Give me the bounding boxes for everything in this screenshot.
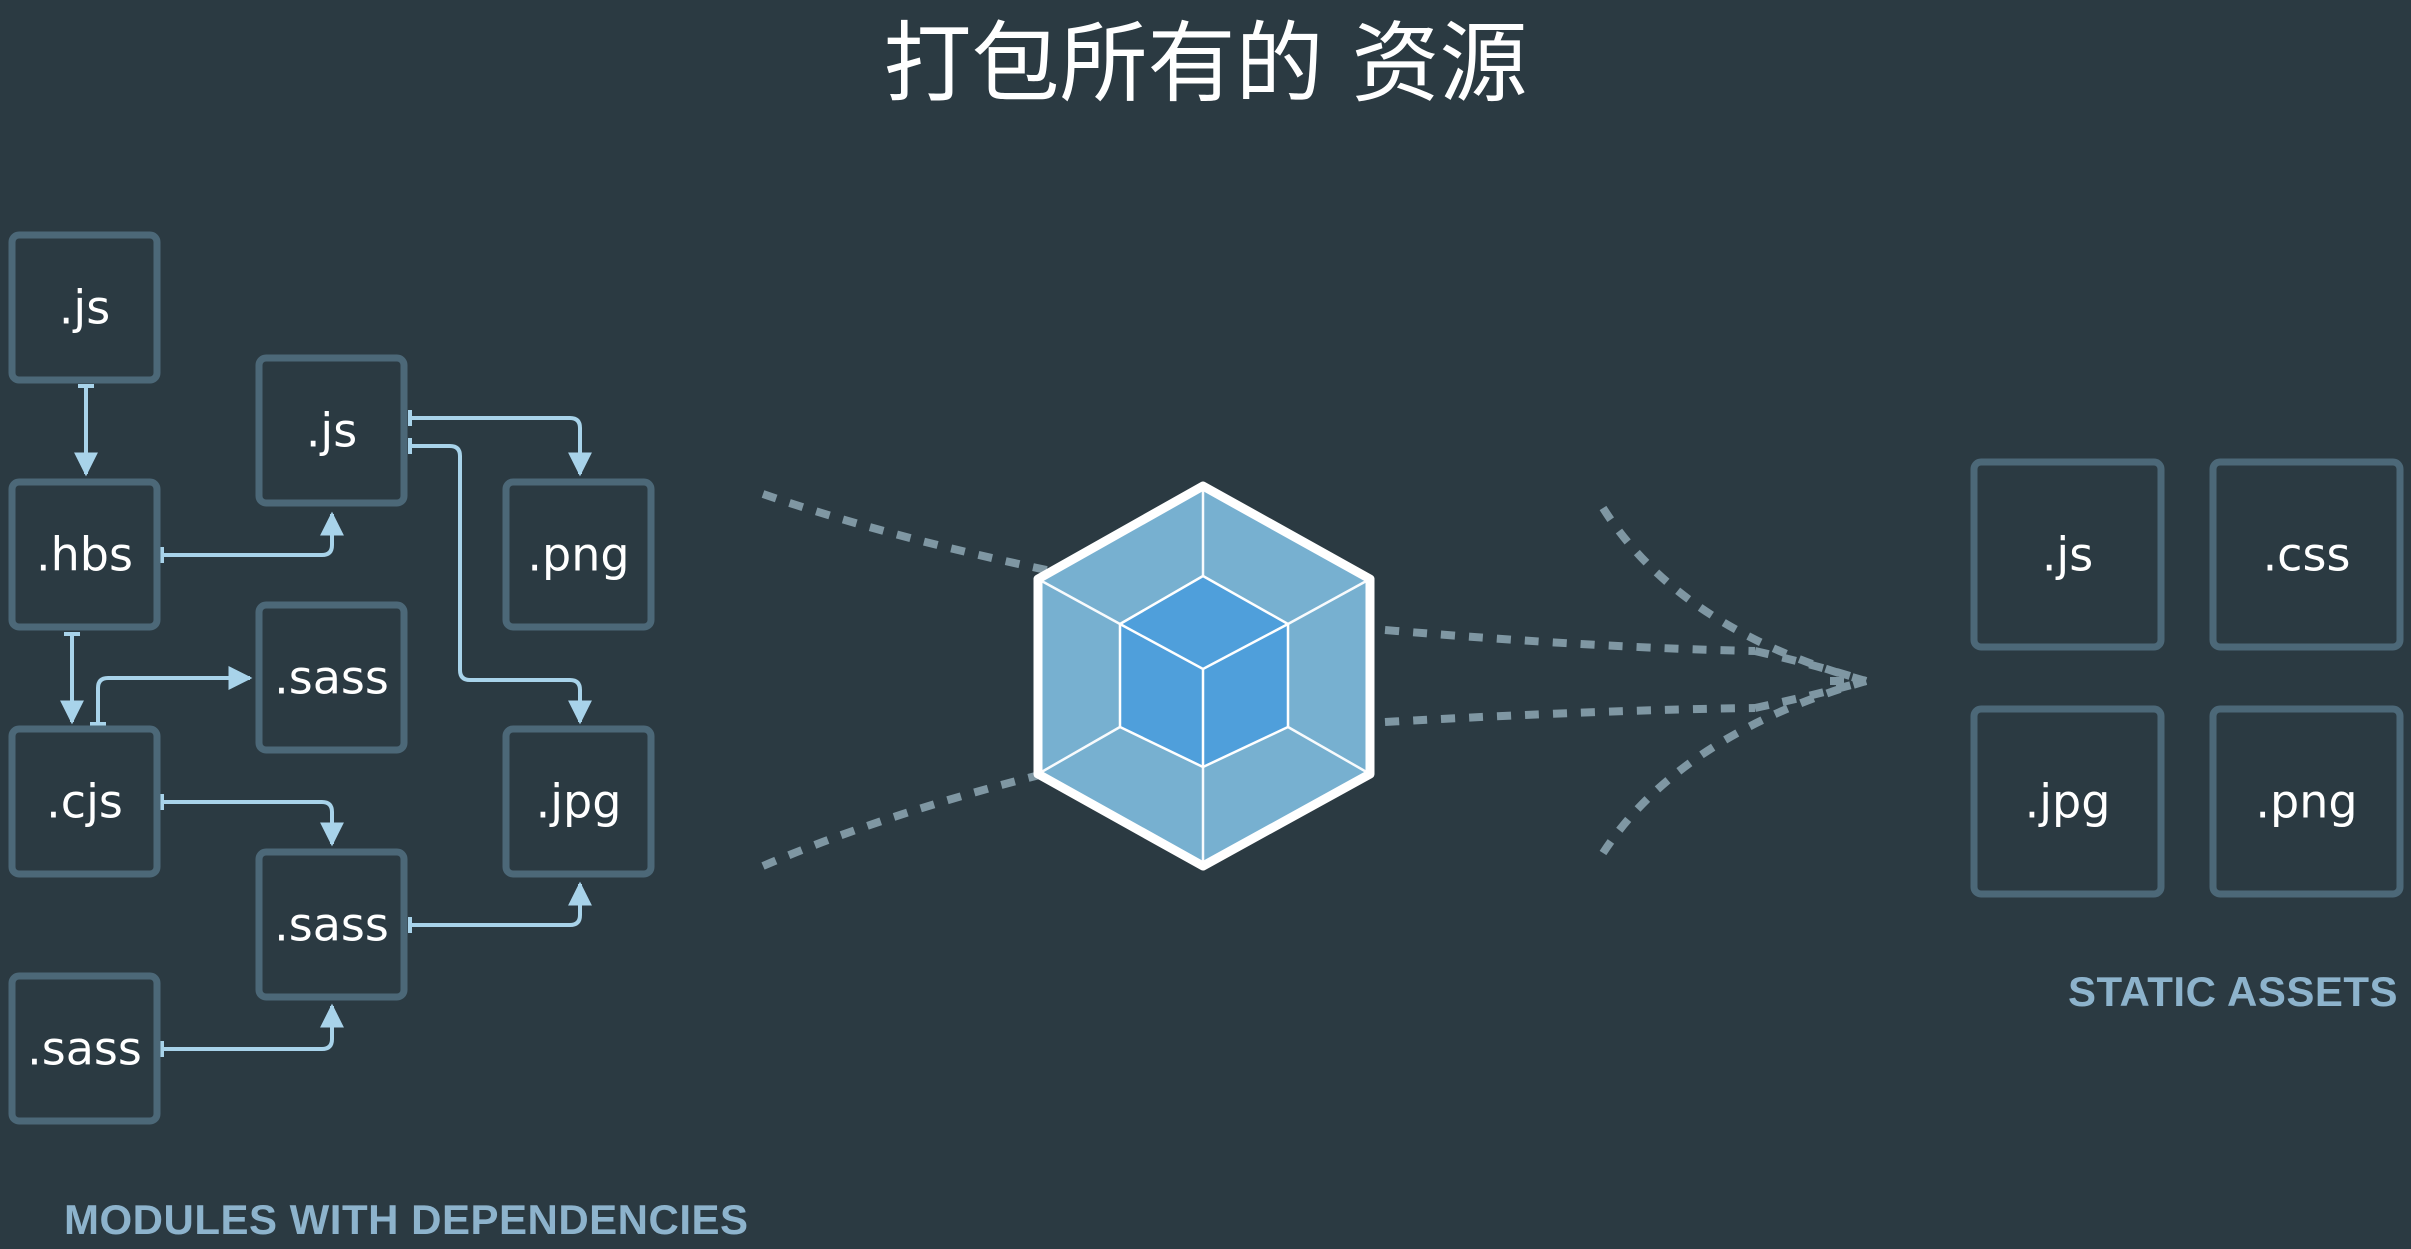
module-box-m9-label: .jpg <box>536 775 622 829</box>
module-box-m8: .png <box>502 478 655 631</box>
module-box-m2-label: .hbs <box>36 528 133 582</box>
module-boxes: .js .hbs .cjs .sass .js .sass .sass .png .jpg <box>8 231 655 1125</box>
arrow-sass-to-sass <box>162 1003 344 1051</box>
module-box-m3-label: .cjs <box>46 775 123 829</box>
module-box-m5: .js <box>255 354 408 507</box>
modules-caption: MODULES WITH DEPENDENCIES <box>64 1196 749 1243</box>
flow-lines <box>761 490 1206 870</box>
flow-out-bottom <box>1599 677 1868 856</box>
arrow-cjs-to-sass2 <box>162 800 344 847</box>
module-box-m8-label: .png <box>527 528 629 582</box>
module-box-m4-label: .sass <box>27 1022 142 1076</box>
module-box-m1: .js <box>8 231 161 384</box>
asset-box-a4-label: .png <box>2255 775 2357 829</box>
module-box-m6: .sass <box>255 601 408 754</box>
flow-out-lines <box>1384 505 1868 856</box>
asset-box-a2: .css <box>2209 458 2404 651</box>
flow-mid-top <box>1384 626 1756 655</box>
flow-mid-bottom <box>1384 704 1756 726</box>
asset-box-a3: .jpg <box>1970 705 2165 898</box>
flow-in-top <box>761 490 1206 604</box>
asset-box-a4: .png <box>2209 705 2404 898</box>
module-box-m4: .sass <box>8 972 161 1125</box>
webpack-cube-icon <box>1033 481 1375 871</box>
arrow-js-to-jpg <box>410 444 592 725</box>
module-box-m1-label: .js <box>59 281 110 335</box>
page-title: 打包所有的 资源 <box>883 12 1528 115</box>
asset-box-a1: .js <box>1970 458 2165 651</box>
arrow-js-to-png <box>410 416 592 477</box>
module-box-m7-label: .sass <box>274 898 389 952</box>
asset-boxes: .js .css .jpg .png <box>1970 458 2404 898</box>
dependency-arrows <box>60 384 592 1057</box>
flow-out-top <box>1599 505 1868 685</box>
module-box-m7: .sass <box>255 848 408 1001</box>
module-box-m2: .hbs <box>8 478 161 631</box>
arrow-sass-to-jpg <box>410 881 592 927</box>
module-box-m5-label: .js <box>306 404 357 458</box>
asset-box-a2-label: .css <box>2263 528 2351 582</box>
asset-box-a3-label: .jpg <box>2025 775 2111 829</box>
module-box-m6-label: .sass <box>274 651 389 705</box>
assets-caption: STATIC ASSETS <box>2068 968 2399 1015</box>
arrow-hbs-to-js <box>162 511 344 557</box>
arrow-cjs-to-sass <box>96 666 253 724</box>
module-box-m3: .cjs <box>8 725 161 878</box>
asset-box-a1-label: .js <box>2042 528 2093 582</box>
module-box-m9: .jpg <box>502 725 655 878</box>
